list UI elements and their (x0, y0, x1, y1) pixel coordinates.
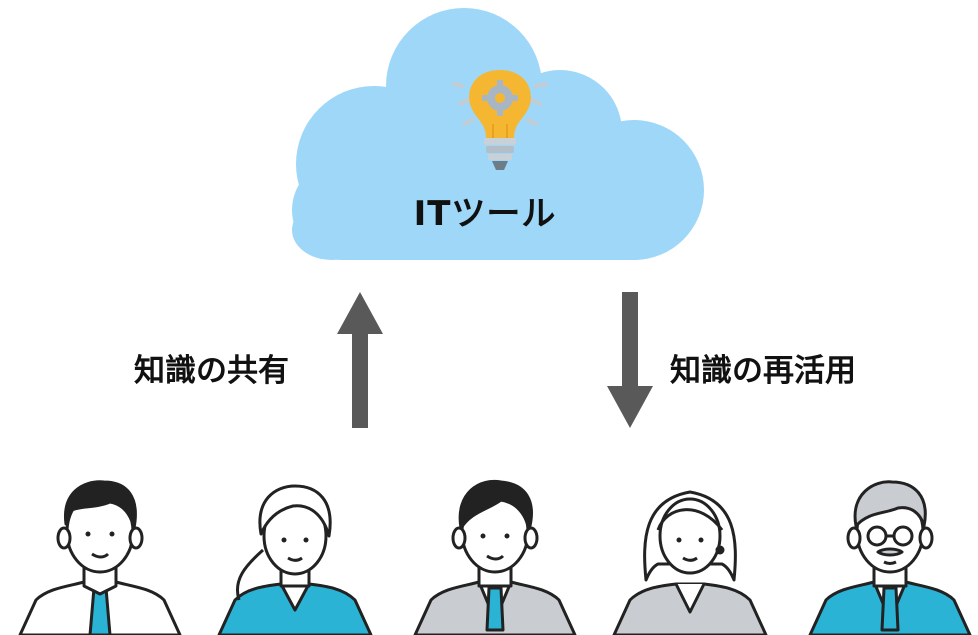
cloud (292, 8, 704, 260)
cloud-label: ITツール (413, 194, 557, 234)
lightbulb-gear-icon (452, 70, 548, 170)
reuse-label: 知識の再活用 (670, 353, 856, 389)
share-label: 知識の共有 (134, 353, 289, 389)
man-suit-icon (413, 479, 577, 635)
up-arrow (337, 292, 383, 428)
older-woman-icon (612, 490, 768, 635)
senior-man-glasses-icon (808, 480, 972, 635)
woman-ponytail-icon (217, 484, 373, 635)
people-group (18, 479, 972, 635)
man-short-hair-icon (18, 480, 182, 635)
down-arrow (607, 292, 653, 428)
